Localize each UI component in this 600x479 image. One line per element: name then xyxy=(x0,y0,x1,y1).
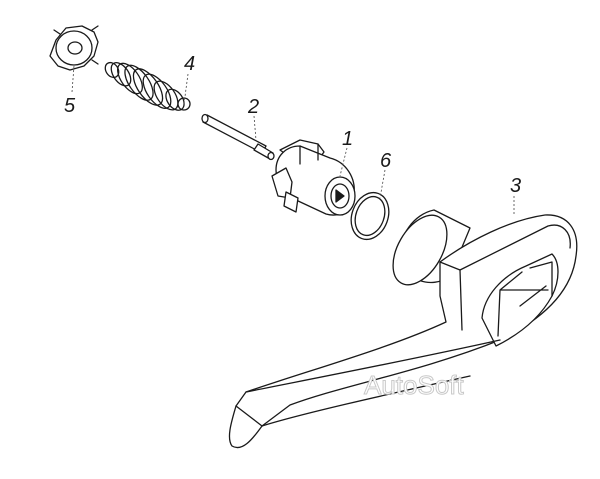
callout-5: 5 xyxy=(64,95,76,117)
leader-lines xyxy=(71,65,515,214)
spring-coil xyxy=(132,68,164,106)
callout-3: 3 xyxy=(510,175,521,197)
part-3-handle xyxy=(228,209,578,449)
part-5-retainer-washer xyxy=(49,25,99,71)
part-4-spring xyxy=(104,61,191,111)
callout-6: 6 xyxy=(380,150,392,172)
callout-4: 4 xyxy=(184,53,195,75)
callout-2: 2 xyxy=(247,96,259,118)
part-1-lock-cylinder xyxy=(271,139,356,216)
callout-1: 1 xyxy=(342,128,353,150)
spring-coil xyxy=(142,73,172,109)
spring-coil xyxy=(177,97,191,111)
watermark-text: AutoSoft xyxy=(364,370,465,400)
spring-coil xyxy=(104,61,120,79)
part-6-o-ring xyxy=(350,191,390,241)
part-2-pin xyxy=(201,113,275,161)
